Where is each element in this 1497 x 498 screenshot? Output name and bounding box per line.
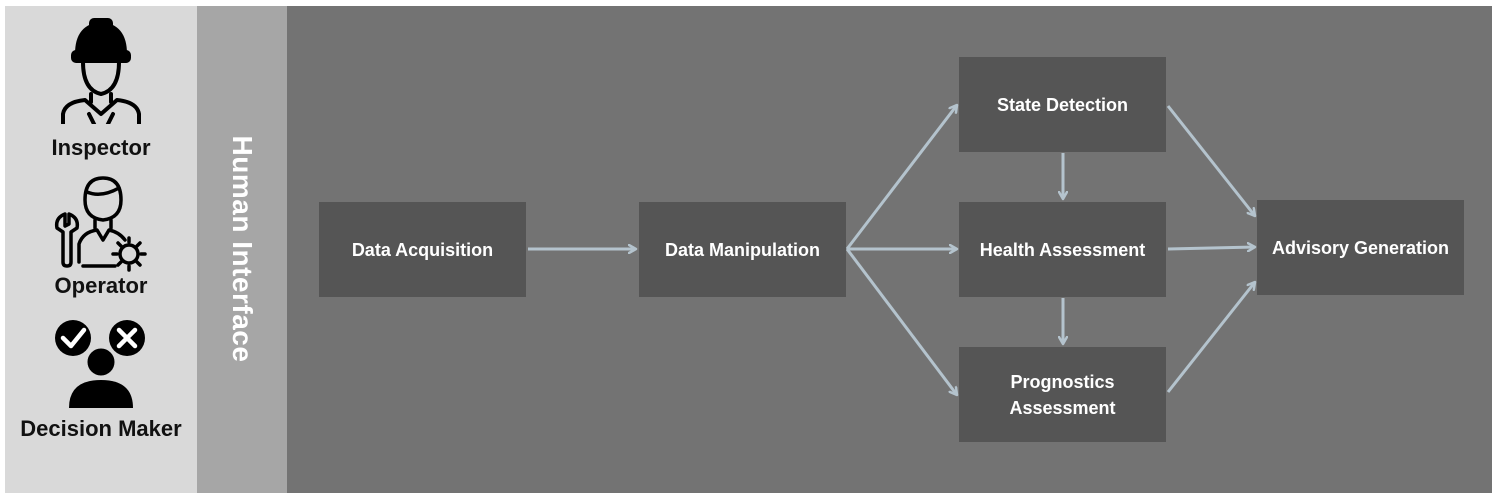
hard-hat-worker-icon	[61, 18, 141, 124]
roles-panel: Inspector Operator Decision Maker	[5, 6, 197, 493]
human-interface-label: Human Interface	[227, 135, 258, 363]
arrow-prognostics-to-advisory	[1166, 282, 1255, 393]
node-health-assessment: Health Assessment	[959, 202, 1166, 297]
arrow-health-to-advisory	[1167, 247, 1255, 249]
flow-arrows	[528, 6, 1492, 493]
role-label-inspector: Inspector	[51, 135, 151, 160]
arrow-state-to-advisory	[1166, 105, 1255, 216]
arrow-manipulation-to-state	[845, 105, 957, 250]
role-label-decision-maker: Decision Maker	[20, 416, 182, 441]
node-data-acquisition: Data Acquisition	[319, 202, 526, 297]
decision-maker-check-cross-icon	[55, 320, 145, 408]
role-label-operator: Operator	[54, 273, 148, 298]
node-state-detection: State Detection	[959, 57, 1166, 152]
node-advisory-generation: Advisory Generation	[1257, 200, 1464, 295]
arrow-manipulation-to-prognostics	[845, 248, 957, 395]
node-prognostics-assessment: Prognostics Assessment	[959, 347, 1166, 442]
human-interface-band: Human Interface	[197, 6, 287, 493]
operator-wrench-gear-icon	[54, 176, 147, 272]
node-data-manipulation: Data Manipulation	[639, 202, 846, 297]
flow-area: Data Acquisition Data Manipulation State…	[287, 6, 1492, 493]
